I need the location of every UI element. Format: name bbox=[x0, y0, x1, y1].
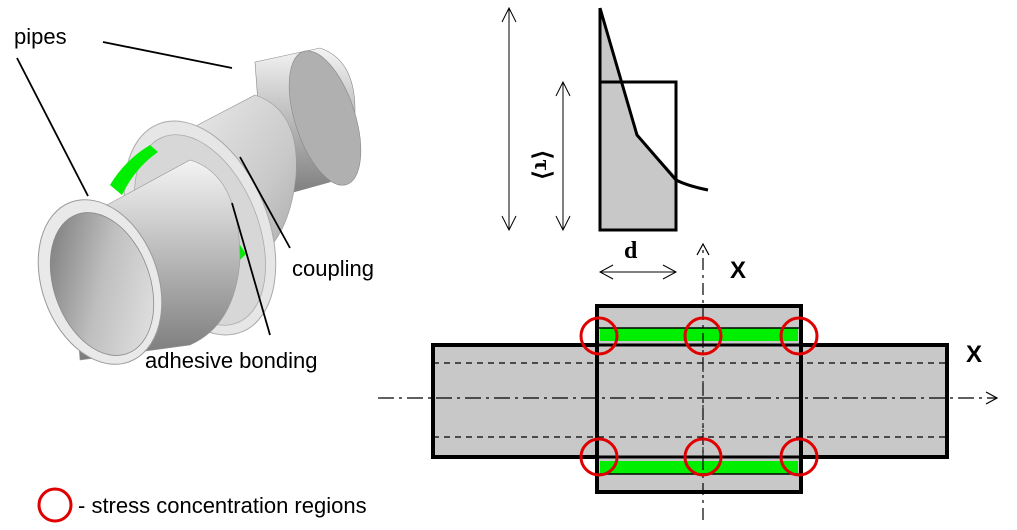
stress-circle bbox=[579, 437, 619, 477]
leader-lines bbox=[16, 41, 291, 336]
adhesive-bonding-label: adhesive bonding bbox=[145, 348, 317, 373]
stress-circle bbox=[683, 437, 723, 477]
stress-curve bbox=[598, 7, 709, 192]
stress-distribution-plot: ⟨τ⟩ bbox=[501, 6, 709, 232]
x-axis-label-horizontal: X bbox=[966, 341, 982, 368]
tau-label: ⟨τ⟩ bbox=[529, 150, 555, 180]
legend-circle-icon bbox=[37, 487, 73, 523]
stress-circle bbox=[683, 316, 723, 356]
adhesive-patch-top bbox=[110, 145, 158, 195]
stress-curve-fill bbox=[600, 8, 676, 230]
coupling-label: coupling bbox=[292, 256, 374, 281]
stress-circle bbox=[779, 437, 819, 477]
pipe-assembly-illustration bbox=[37, 47, 362, 365]
adhesive-layer-top bbox=[600, 328, 798, 341]
front-pipe bbox=[37, 159, 241, 365]
stress-circle bbox=[779, 316, 819, 356]
cross-section bbox=[431, 304, 949, 494]
stress-circle bbox=[579, 316, 619, 356]
legend: - stress concentration regions bbox=[37, 487, 367, 523]
d-dimension-arrow bbox=[598, 264, 678, 280]
legend-label: - stress concentration regions bbox=[78, 493, 367, 518]
x-axis-label-vertical: X bbox=[730, 257, 746, 284]
pipes-label: pipes bbox=[14, 24, 67, 49]
adhesive-layer-bottom bbox=[600, 461, 798, 474]
d-label: d bbox=[624, 238, 638, 264]
stress-concentration-markers bbox=[579, 316, 819, 477]
